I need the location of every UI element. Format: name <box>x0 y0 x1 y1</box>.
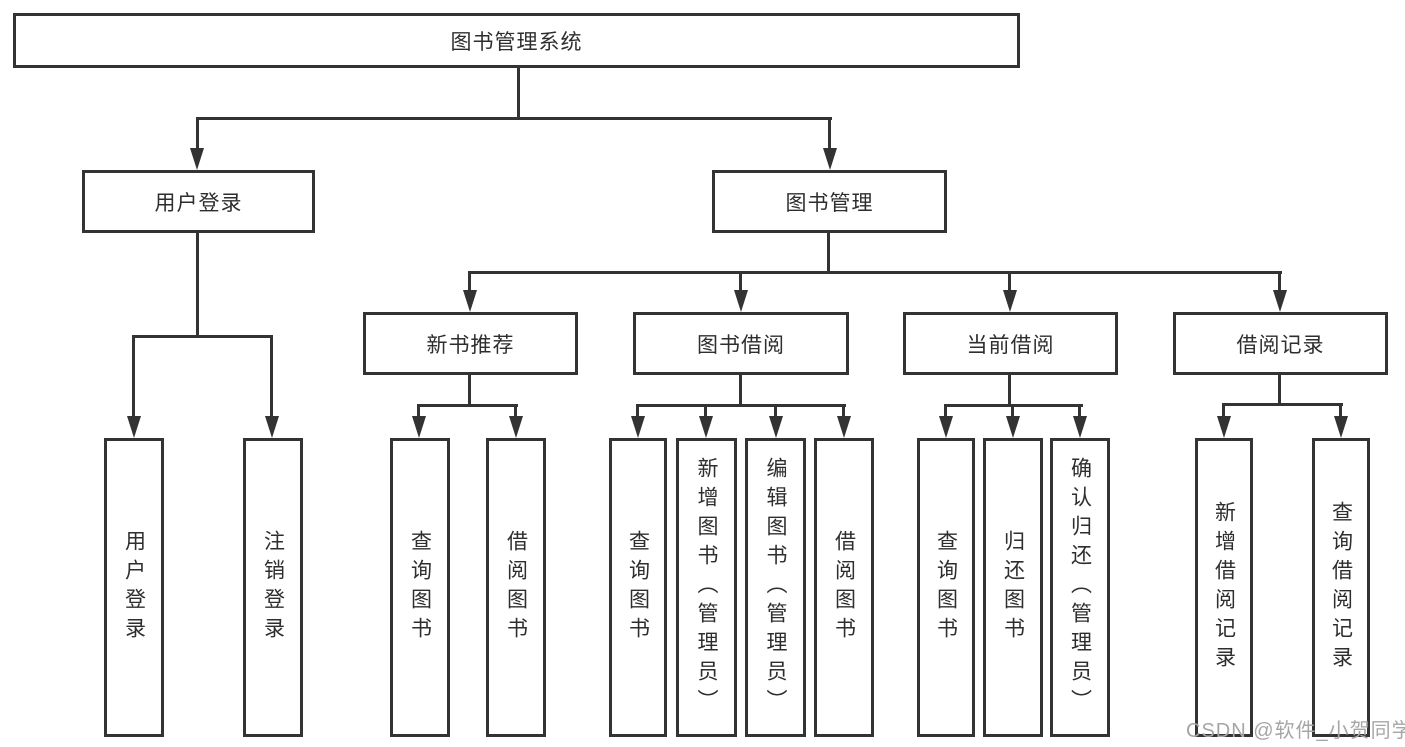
node-label: 注销登录 <box>261 529 285 646</box>
edge-arrowhead <box>631 416 645 438</box>
node-label: 归还图书 <box>1001 529 1025 646</box>
edge-arrowhead <box>939 416 953 438</box>
edge-arrowhead <box>837 416 851 438</box>
edge-arrowhead <box>463 290 477 312</box>
node-label: 用户登录 <box>154 191 243 215</box>
edge-drop-leaf <box>1078 405 1081 419</box>
edge-drop-leaf <box>636 405 639 419</box>
edge-arrowhead <box>412 416 426 438</box>
edge-arrowhead <box>127 416 141 438</box>
node-label: 新书推荐 <box>426 333 515 357</box>
leaf-query-books-borrow: 查询图书 <box>609 438 667 737</box>
node-label: 查询图书 <box>408 529 432 646</box>
node-label: 借阅图书 <box>832 529 856 646</box>
edge-drop-leaf <box>1011 405 1014 419</box>
edge-drop-leaf-logout <box>270 336 273 420</box>
leaf-return-books: 归还图书 <box>983 438 1043 737</box>
edge-arrowhead <box>699 416 713 438</box>
node-book-management: 图书管理 <box>712 170 947 233</box>
edge-book-management-stem <box>827 233 830 274</box>
edge-book-borrow-stem <box>739 375 742 406</box>
leaf-user-login: 用户登录 <box>104 438 164 737</box>
node-borrow-record: 借阅记录 <box>1173 312 1388 375</box>
node-label: 查询图书 <box>626 529 650 646</box>
leaf-query-borrow-record: 查询借阅记录 <box>1312 438 1370 737</box>
node-label: 图书借阅 <box>697 333 785 357</box>
node-library-management-system: 图书管理系统 <box>13 13 1020 68</box>
leaf-query-books-recommend: 查询图书 <box>390 438 450 737</box>
node-label: 借阅图书 <box>504 529 528 646</box>
edge-root-bus <box>196 117 832 120</box>
edge-drop-leaf-user-login <box>132 336 135 420</box>
edge-arrowhead <box>1003 290 1017 312</box>
leaf-borrow-books: 借阅图书 <box>814 438 874 737</box>
node-label: 查询借阅记录 <box>1329 500 1353 675</box>
node-current-borrow: 当前借阅 <box>903 312 1118 375</box>
edge-drop-leaf <box>417 405 420 419</box>
edge-arrowhead <box>823 148 837 170</box>
edge-arrowhead <box>190 148 204 170</box>
node-label: 编辑图书（管理员） <box>764 457 787 718</box>
edge-user-login-bus <box>132 335 273 338</box>
edge-arrowhead <box>1006 416 1020 438</box>
csdn-watermark: CSDN @软件_小贺同学 <box>1186 720 1405 742</box>
edge-drop-book-management <box>828 118 831 152</box>
edge-arrowhead <box>265 416 279 438</box>
edge-arrowhead <box>1073 416 1087 438</box>
leaf-confirm-return-admin: 确认归还（管理员） <box>1050 438 1110 737</box>
node-label: 新增图书（管理员） <box>695 457 718 718</box>
leaf-logout-login: 注销登录 <box>243 438 303 737</box>
node-book-borrow: 图书借阅 <box>633 312 849 375</box>
edge-arrowhead <box>1273 290 1287 312</box>
edge-book-borrow-bus <box>636 404 846 407</box>
leaf-add-borrow-record: 新增借阅记录 <box>1195 438 1253 737</box>
edge-user-login-stem <box>196 233 199 337</box>
node-user-login: 用户登录 <box>82 170 315 233</box>
edge-drop-leaf <box>704 405 707 419</box>
edge-borrow-record-stem <box>1278 375 1281 405</box>
node-label: 图书管理 <box>785 191 874 215</box>
edge-drop-leaf <box>944 405 947 419</box>
edge-arrowhead <box>1334 416 1348 438</box>
edge-new-book-bus <box>417 404 518 407</box>
node-label: 当前借阅 <box>966 333 1055 357</box>
edge-root-stem <box>517 68 520 119</box>
node-label: 新增借阅记录 <box>1212 500 1236 675</box>
edge-drop-leaf <box>842 405 845 419</box>
node-label: 借阅记录 <box>1236 333 1325 357</box>
edge-drop-leaf <box>514 405 517 419</box>
node-label: 用户登录 <box>122 529 146 646</box>
node-label: 图书管理系统 <box>450 30 583 54</box>
edge-drop-leaf <box>1339 404 1342 419</box>
edge-drop-book-borrow <box>739 272 742 294</box>
leaf-add-books-admin: 新增图书（管理员） <box>676 438 737 737</box>
edge-drop-current-borrow <box>1008 272 1011 294</box>
leaf-query-books-current: 查询图书 <box>917 438 975 737</box>
edge-new-book-stem <box>468 375 471 406</box>
edge-book-management-bus <box>468 271 1282 274</box>
edge-arrowhead <box>769 416 783 438</box>
edge-borrow-record-bus <box>1222 403 1343 406</box>
edge-arrowhead <box>509 416 523 438</box>
edge-drop-user-login <box>196 118 199 152</box>
edge-current-borrow-stem <box>1008 375 1011 406</box>
edge-drop-new-book <box>468 272 471 294</box>
leaf-borrow-books-recommend: 借阅图书 <box>486 438 546 737</box>
node-label: 确认归还（管理员） <box>1068 457 1092 718</box>
leaf-edit-books-admin: 编辑图书（管理员） <box>745 438 806 737</box>
edge-arrowhead <box>1217 416 1231 438</box>
edge-drop-leaf <box>1222 404 1225 419</box>
node-new-book-recommend: 新书推荐 <box>363 312 578 375</box>
edge-arrowhead <box>734 290 748 312</box>
edge-drop-leaf <box>774 405 777 419</box>
node-label: 查询图书 <box>934 529 958 646</box>
edge-drop-borrow-record <box>1278 272 1281 294</box>
